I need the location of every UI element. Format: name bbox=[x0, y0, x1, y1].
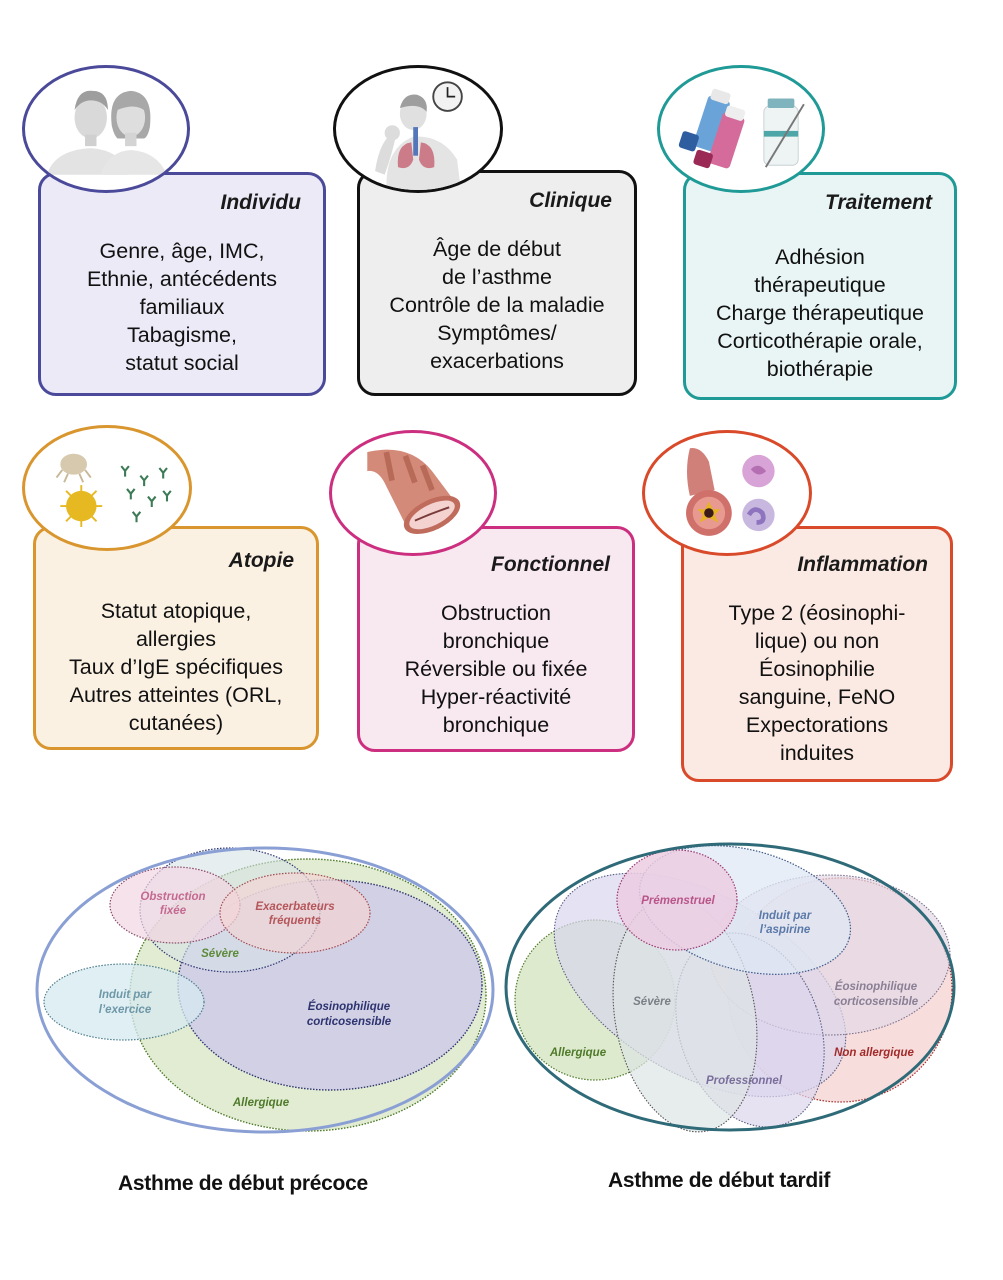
card-line: cutanées) bbox=[128, 711, 224, 735]
card-line: Adhésion bbox=[775, 245, 865, 269]
card-line: statut social bbox=[125, 351, 239, 375]
card-body: Genre, âge, IMC, Ethnie, antécédents fam… bbox=[41, 237, 323, 377]
coughing-person-lungs-clock-icon bbox=[333, 65, 503, 193]
card-line: Obstruction bbox=[441, 601, 551, 625]
card-line: biothérapie bbox=[766, 357, 874, 381]
card-line: thérapeutique bbox=[754, 273, 886, 297]
card-body: Âge de début de l’asthme Contrôle de la … bbox=[360, 235, 634, 375]
label-professionnel: Professionnel bbox=[706, 1075, 783, 1087]
label-obstruction-2: fixée bbox=[160, 905, 187, 917]
label-allergique: Allergique bbox=[232, 1097, 290, 1109]
card-line: Tabagisme, bbox=[127, 323, 237, 347]
card-line: exacerbations bbox=[430, 349, 564, 373]
card-line: Corticothérapie orale, bbox=[717, 329, 923, 353]
card-line: Âge de début bbox=[433, 237, 561, 261]
card-line: Hyper-réactivité bbox=[420, 685, 572, 709]
card-line: Genre, âge, IMC, bbox=[99, 239, 265, 263]
card-line: sanguine, FeNO bbox=[738, 685, 896, 709]
card-title: Individu bbox=[220, 191, 302, 214]
card-body: Adhésion thérapeutique Charge thérapeuti… bbox=[686, 243, 954, 383]
card-line: induites bbox=[779, 741, 855, 765]
card-line: bronchique bbox=[442, 629, 550, 653]
inhalers-vial-syringe-icon bbox=[657, 65, 825, 193]
outer-boundary bbox=[504, 842, 956, 1132]
card-line: Statut atopique, bbox=[100, 599, 252, 623]
card-line: Ethnie, antécédents bbox=[86, 267, 278, 291]
card-traitement: Traitement Adhésion thérapeutique Charge… bbox=[683, 172, 957, 400]
caption-late-onset: Asthme de début tardif bbox=[608, 1169, 831, 1192]
bronchus-tube-icon bbox=[329, 430, 497, 556]
label-exacerbateurs-1: Exacerbateurs bbox=[255, 901, 334, 913]
set-premenstruel bbox=[616, 849, 738, 951]
card-line: Éosinophilie bbox=[759, 657, 875, 681]
card-line: de l’asthme bbox=[442, 265, 552, 289]
card-line: Type 2 (éosinophi- bbox=[728, 601, 906, 625]
label-exercice-2: l’exercice bbox=[99, 1004, 152, 1016]
label-premenstruel: Prémenstruel bbox=[641, 895, 715, 907]
card-line: lique) ou non bbox=[754, 629, 880, 653]
card-fonctionnel: Fonctionnel Obstruction bronchique Réver… bbox=[357, 526, 635, 752]
label-exacerbateurs-2: fréquents bbox=[269, 915, 321, 927]
outer-boundary bbox=[35, 846, 495, 1134]
card-line: Symptômes/ bbox=[437, 321, 557, 345]
mite-pollen-antibodies-icon bbox=[22, 425, 192, 551]
card-line: Réversible ou fixée bbox=[404, 657, 588, 681]
venn-late-onset: Prémenstruel Induit par l’aspirine Sévèr… bbox=[500, 830, 970, 1140]
label-severe: Sévère bbox=[633, 996, 671, 1008]
label-allergique: Allergique bbox=[549, 1047, 607, 1059]
card-title: Fonctionnel bbox=[491, 553, 610, 576]
card-title: Traitement bbox=[825, 191, 932, 214]
card-title: Clinique bbox=[529, 189, 612, 212]
label-eosino-2: corticosensible bbox=[307, 1016, 392, 1028]
card-line: Expectorations bbox=[745, 713, 889, 737]
card-line: bronchique bbox=[442, 713, 550, 737]
label-non-allergique: Non allergique bbox=[834, 1047, 914, 1059]
label-eosino-1: Éosinophilique bbox=[835, 980, 918, 993]
card-title: Atopie bbox=[228, 549, 294, 572]
man-woman-faces-icon bbox=[22, 65, 190, 193]
caption-early-onset: Asthme de début précoce bbox=[118, 1172, 368, 1195]
inflamed-airway-cells-icon bbox=[642, 430, 812, 556]
label-aspirine-2: l’aspirine bbox=[760, 924, 811, 936]
label-eosino-1: Éosinophilique bbox=[308, 1000, 391, 1013]
card-individu: Individu Genre, âge, IMC, Ethnie, antécé… bbox=[38, 172, 326, 396]
card-line: Charge thérapeutique bbox=[716, 301, 924, 325]
card-line: familiaux bbox=[139, 295, 225, 319]
card-line: allergies bbox=[135, 627, 217, 651]
label-exercice-1: Induit par bbox=[99, 989, 152, 1001]
label-aspirine-1: Induit par bbox=[759, 910, 812, 922]
card-title: Inflammation bbox=[797, 553, 928, 576]
set-exacerbateurs bbox=[219, 872, 371, 954]
card-line: Contrôle de la maladie bbox=[389, 293, 605, 317]
card-body: Obstruction bronchique Réversible ou fix… bbox=[360, 599, 632, 739]
card-body: Statut atopique, allergies Taux d’IgE sp… bbox=[36, 597, 316, 737]
card-atopie: Atopie Statut atopique, allergies Taux d… bbox=[33, 526, 319, 750]
card-line: Taux d’IgE spécifiques bbox=[69, 655, 283, 679]
card-clinique: Clinique Âge de début de l’asthme Contrô… bbox=[357, 170, 637, 396]
label-eosino-2: corticosensible bbox=[834, 996, 919, 1008]
card-inflammation: Inflammation Type 2 (éosinophi- lique) o… bbox=[681, 526, 953, 782]
card-body: Type 2 (éosinophi- lique) ou non Éosinop… bbox=[684, 599, 950, 767]
venn-early-onset: Obstruction fixée Exacerbateurs fréquent… bbox=[30, 830, 500, 1140]
label-severe: Sévère bbox=[201, 948, 239, 960]
set-exercice bbox=[43, 963, 205, 1041]
label-obstruction-1: Obstruction bbox=[140, 891, 205, 903]
card-line: Autres atteintes (ORL, bbox=[69, 683, 283, 707]
